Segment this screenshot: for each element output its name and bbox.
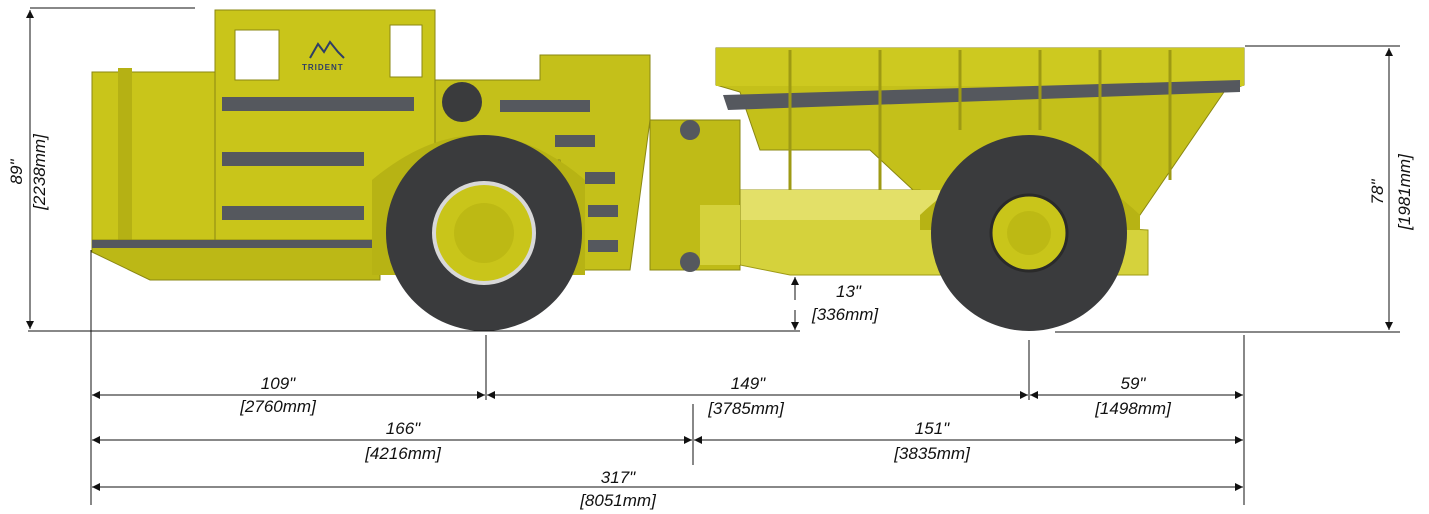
front-overhang-imperial: 109" xyxy=(261,374,296,393)
front-overhang-metric: [2760mm] xyxy=(239,397,317,416)
trident-logo: TRIDENT xyxy=(302,40,345,72)
overall-height-imperial: 89" xyxy=(7,159,26,185)
wheelbase-imperial: 149" xyxy=(731,374,766,393)
front-wheel xyxy=(386,135,582,331)
box-height-metric: [1981mm] xyxy=(1395,153,1414,231)
rear-wheel xyxy=(931,135,1127,331)
ground-clearance-imperial: 13" xyxy=(836,282,862,301)
box-height-imperial: 78" xyxy=(1368,179,1387,205)
rear-section-imperial: 151" xyxy=(915,419,950,438)
dimension-labels: 89" [2238mm] 78" [1981mm] 13" [336mm] 10… xyxy=(7,133,1414,510)
wheelbase-metric: [3785mm] xyxy=(707,399,785,418)
ground-clearance-metric: [336mm] xyxy=(811,305,879,324)
overall-length-imperial: 317" xyxy=(601,468,636,487)
articulation-hitch xyxy=(649,119,741,272)
rear-section-metric: [3835mm] xyxy=(893,444,971,463)
front-section-imperial: 166" xyxy=(386,419,421,438)
overall-length-metric: [8051mm] xyxy=(579,491,657,510)
rear-overhang-metric: [1498mm] xyxy=(1094,399,1172,418)
brand-name: TRIDENT xyxy=(302,63,344,72)
rear-overhang-imperial: 59" xyxy=(1121,374,1147,393)
overall-height-metric: [2238mm] xyxy=(30,133,49,211)
underground-truck-illustration: TRIDENT xyxy=(91,9,1245,331)
dimension-lines xyxy=(26,7,1400,505)
front-section-metric: [4216mm] xyxy=(364,444,442,463)
